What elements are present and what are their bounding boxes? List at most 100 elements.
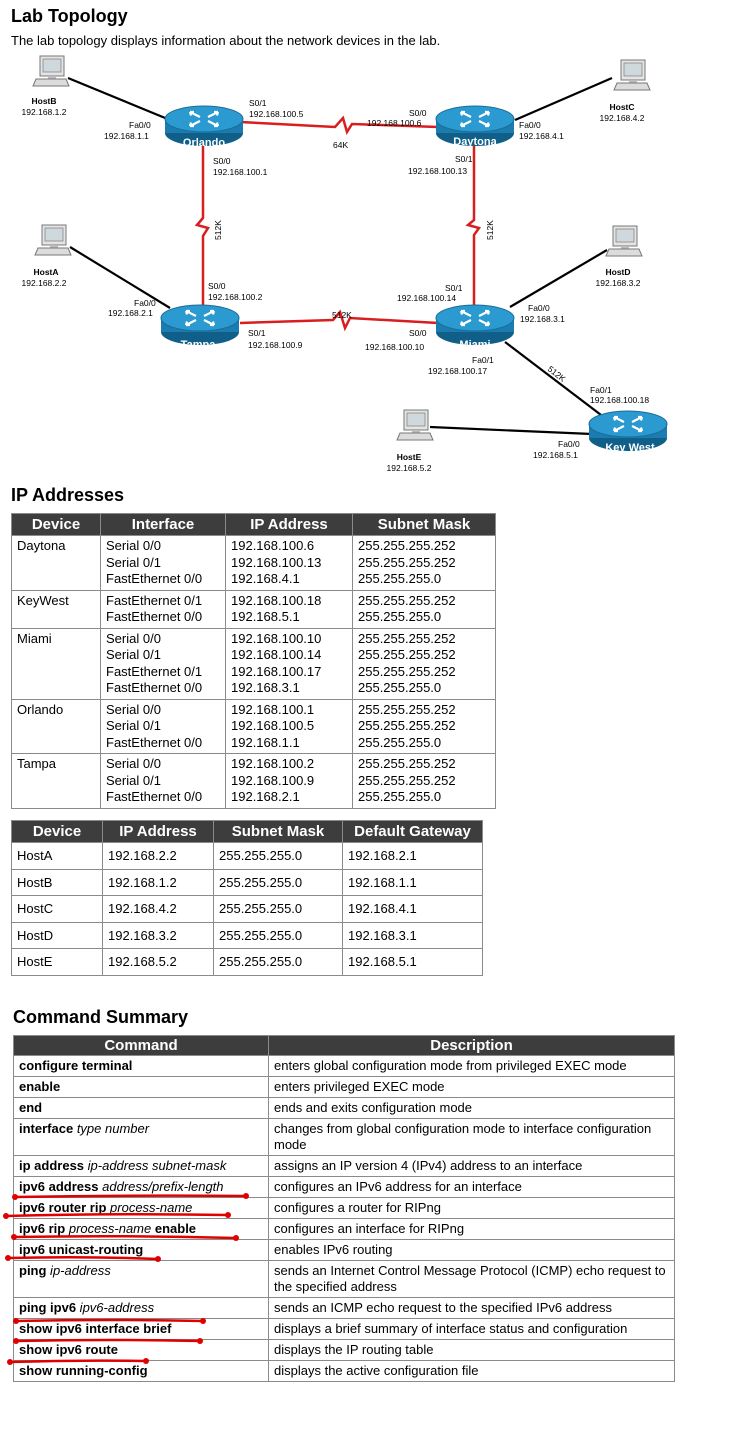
interface-ip: 192.168.4.1 bbox=[519, 131, 564, 141]
command-cell: ipv6 router rip process-name bbox=[13, 1197, 269, 1219]
router-name-miami: Miami bbox=[459, 339, 490, 351]
command-keyword: configure terminal bbox=[19, 1058, 133, 1073]
command-cell: ip address ip-address subnet-mask bbox=[13, 1155, 269, 1177]
interface-ip: 192.168.2.1 bbox=[108, 308, 153, 318]
column-header: Subnet Mask bbox=[352, 513, 496, 536]
hostc-pc-icon bbox=[613, 59, 651, 91]
interface-ip: 192.168.100.6 bbox=[367, 118, 422, 128]
interface-label: Fa0/0 bbox=[528, 303, 550, 313]
command-cell: interface type number bbox=[13, 1118, 269, 1156]
description-cell: configures an interface for RIPng bbox=[268, 1218, 675, 1240]
interface-ip: 192.168.100.18 bbox=[590, 395, 649, 405]
command-argument: address/prefix-length bbox=[98, 1179, 224, 1194]
command-cell: enable bbox=[13, 1076, 269, 1098]
table-cell: Daytona bbox=[11, 535, 101, 591]
table-cell: HostA bbox=[11, 842, 103, 870]
table-cell: 192.168.1.1 bbox=[342, 868, 483, 896]
interface-ip: 192.168.100.10 bbox=[365, 342, 424, 352]
link-speed-label: 512K bbox=[213, 220, 223, 240]
description-cell: ends and exits configuration mode bbox=[268, 1097, 675, 1119]
table-cell: 255.255.255.252 255.255.255.252 255.255.… bbox=[352, 698, 496, 754]
table-cell: HostC bbox=[11, 895, 103, 923]
host-ip: 192.168.4.2 bbox=[600, 113, 645, 123]
hosta-pc-icon bbox=[34, 224, 72, 256]
interface-label: S0/1 bbox=[445, 283, 463, 293]
interface-label: S0/1 bbox=[249, 98, 267, 108]
table-row: end ends and exits configuration mode bbox=[13, 1097, 675, 1119]
router-name-orlando: Orlando bbox=[183, 137, 225, 149]
table-cell: 192.168.100.1 192.168.100.5 192.168.1.1 bbox=[225, 698, 353, 754]
column-header: Default Gateway bbox=[342, 820, 483, 843]
command-keyword: ipv6 address bbox=[19, 1179, 99, 1194]
interface-label: S0/0 bbox=[409, 108, 427, 118]
command-argument: type number bbox=[73, 1121, 150, 1136]
serial-link-orlando-daytona bbox=[239, 115, 439, 136]
interface-ip: 192.168.5.1 bbox=[533, 450, 578, 460]
red-dot bbox=[3, 1213, 9, 1219]
host-ip-table: Device IP Address Subnet Mask Default Ga… bbox=[11, 820, 483, 976]
router-name-daytona: Daytona bbox=[453, 136, 497, 148]
command-keyword: end bbox=[19, 1100, 43, 1115]
command-cell: end bbox=[13, 1097, 269, 1119]
command-keyword: show ipv6 interface brief bbox=[19, 1321, 172, 1336]
command-argument: ip-address subnet-mask bbox=[84, 1158, 227, 1173]
hoste-pc-icon bbox=[396, 409, 434, 441]
host-ip: 192.168.5.2 bbox=[387, 463, 432, 473]
table-cell: Serial 0/0 Serial 0/1 FastEthernet 0/0 bbox=[100, 698, 226, 754]
command-cell: show ipv6 interface brief bbox=[13, 1318, 269, 1340]
link-speed-label: 512K bbox=[485, 220, 495, 240]
router-name-keywest: Key West bbox=[605, 442, 655, 454]
column-header: Command bbox=[13, 1035, 269, 1056]
command-argument: process-name bbox=[106, 1200, 193, 1215]
column-header: Device bbox=[11, 513, 101, 536]
column-header: Description bbox=[268, 1035, 675, 1056]
command-keyword: ping ipv6 bbox=[19, 1300, 77, 1315]
table-cell: HostE bbox=[11, 948, 103, 976]
interface-label: S0/0 bbox=[208, 281, 226, 291]
table-cell: Serial 0/0 Serial 0/1 FastEthernet 0/0 bbox=[100, 753, 226, 809]
command-keyword: ip address bbox=[19, 1158, 85, 1173]
host-ip: 192.168.3.2 bbox=[596, 278, 641, 288]
link-hostc-daytona bbox=[514, 76, 613, 122]
interface-label: Fa0/0 bbox=[129, 120, 151, 130]
command-cell: show running-config bbox=[13, 1360, 269, 1382]
interface-label: S0/0 bbox=[409, 328, 427, 338]
table-cell: 255.255.255.0 bbox=[213, 842, 343, 870]
table-cell: 192.168.5.2 bbox=[102, 948, 214, 976]
command-cell: show ipv6 route bbox=[13, 1339, 269, 1361]
description-cell: configures an IPv6 address for an interf… bbox=[268, 1176, 675, 1198]
command-cell: ipv6 unicast-routing bbox=[13, 1239, 269, 1261]
interface-label: Fa0/1 bbox=[472, 355, 494, 365]
command-argument: ip-address bbox=[46, 1263, 111, 1278]
link-hoste-keywest bbox=[429, 425, 593, 436]
host-name: HostE bbox=[397, 452, 422, 462]
table-cell: Orlando bbox=[11, 698, 101, 754]
description-cell: enables IPv6 routing bbox=[268, 1239, 675, 1261]
command-keyword: enable bbox=[151, 1221, 197, 1236]
interface-ip: 192.168.100.13 bbox=[408, 166, 467, 176]
link-miami-keywest bbox=[504, 341, 606, 419]
table-cell: Serial 0/0 Serial 0/1 FastEthernet 0/0 bbox=[100, 535, 226, 591]
command-keyword: enable bbox=[19, 1079, 61, 1094]
hostb-pc-icon bbox=[32, 55, 70, 87]
interface-ip: 192.168.100.14 bbox=[397, 293, 456, 303]
host-name: HostA bbox=[33, 267, 58, 277]
table-cell: 192.168.2.2 bbox=[102, 842, 214, 870]
table-cell: 192.168.100.6 192.168.100.13 192.168.4.1 bbox=[225, 535, 353, 591]
serial-link-orlando-tampa bbox=[194, 140, 210, 306]
table-cell: 192.168.4.2 bbox=[102, 895, 214, 923]
table-cell: 192.168.1.2 bbox=[102, 868, 214, 896]
interface-label: S0/1 bbox=[455, 154, 473, 164]
table-cell: 255.255.255.0 bbox=[213, 868, 343, 896]
lab-topology-intro: The lab topology displays information ab… bbox=[11, 33, 441, 48]
host-name: HostC bbox=[609, 102, 634, 112]
description-cell: enters global configuration mode from pr… bbox=[268, 1055, 675, 1077]
table-cell: 255.255.255.0 bbox=[213, 948, 343, 976]
